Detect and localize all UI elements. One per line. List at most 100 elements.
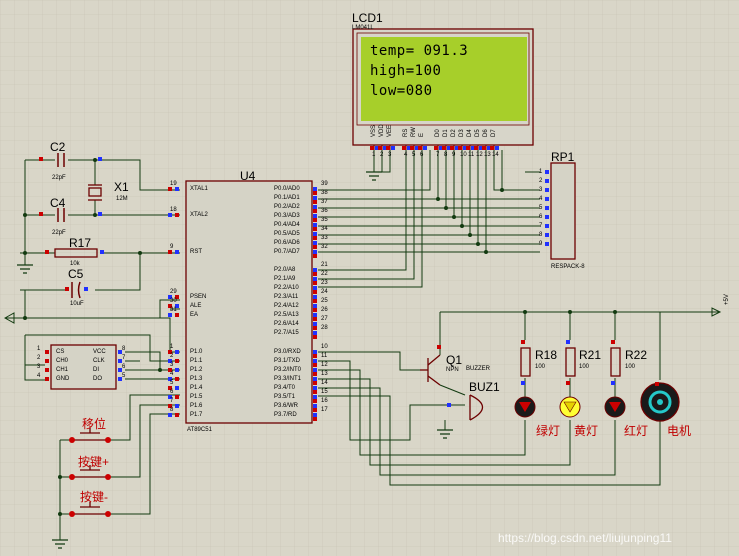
resistor-r21[interactable]: [565, 347, 576, 377]
rp1-pin-number: 7: [539, 223, 543, 229]
led-green[interactable]: [514, 396, 536, 418]
mcu-pin-name: P2.3/A11: [274, 294, 299, 300]
pin-marker: [168, 368, 172, 372]
mcu-body[interactable]: [185, 180, 313, 424]
pin-marker: [313, 359, 317, 363]
pin-marker: [168, 295, 172, 299]
pin-marker: [313, 209, 317, 213]
r22-ref-label: R22: [625, 348, 648, 362]
mcu-pin-number: 12: [321, 362, 328, 368]
mcu-pin-number: 19: [170, 181, 177, 187]
pin-marker: [98, 157, 102, 161]
led-red[interactable]: [604, 396, 626, 418]
button-plus[interactable]: [72, 465, 108, 478]
mcu-pin-number: 4: [170, 371, 174, 377]
mcu-pin-name: P3.2/INT0: [274, 367, 302, 373]
mcu-pin-number: 17: [321, 407, 328, 413]
mcu-pin-name: P2.5/A13: [274, 312, 299, 318]
capacitor-c2[interactable]: [57, 153, 65, 167]
pin-marker: [39, 212, 43, 216]
mcu-pin-number: 9: [170, 244, 174, 250]
lcd-pin-name: RS: [403, 128, 409, 137]
mcu-pin-number: 34: [321, 226, 328, 232]
pin-marker: [45, 359, 49, 363]
button-minus[interactable]: [72, 502, 108, 515]
pin-marker: [442, 146, 446, 150]
r21-value-label: 100: [579, 364, 590, 370]
led-yellow[interactable]: [559, 396, 581, 418]
mcu-pin-name: P1.0: [190, 349, 203, 355]
capacitor-c5[interactable]: [71, 281, 81, 299]
c4-value-label: 22pF: [52, 230, 66, 236]
rp1-body[interactable]: [550, 162, 576, 260]
pin-marker: [313, 331, 317, 335]
rp1-part-label: RESPACK-8: [551, 264, 585, 270]
pin-marker: [175, 304, 179, 308]
pin-marker: [418, 146, 422, 150]
buzzer-buz1[interactable]: [469, 394, 484, 421]
button-shift[interactable]: [72, 428, 108, 441]
pin-marker: [313, 205, 317, 209]
pin-marker: [98, 212, 102, 216]
lcd-pin-number: 9: [452, 152, 456, 158]
pin-marker: [313, 250, 317, 254]
mcu-pin-name: XTAL2: [190, 212, 208, 218]
pin-marker: [168, 377, 172, 381]
pin-marker: [545, 170, 549, 174]
mcu-pin-name: P1.5: [190, 394, 203, 400]
resistor-r18[interactable]: [520, 347, 531, 377]
motor[interactable]: [640, 382, 680, 422]
mcu-pin-number: 11: [321, 353, 328, 359]
pin-marker: [463, 146, 467, 150]
lcd-pin-number: 4: [404, 152, 408, 158]
pin-marker: [407, 146, 411, 150]
pin-marker: [313, 196, 317, 200]
rtc-pin-number: 8: [122, 346, 126, 352]
r17-ref-label: R17: [69, 236, 92, 250]
pin-marker: [313, 299, 317, 303]
pin-marker: [313, 381, 317, 385]
pin-marker: [313, 191, 317, 195]
lcd-pin-number: 1: [372, 152, 376, 158]
rtc-pin-number: 4: [37, 373, 41, 379]
rp1-pin-number: 8: [539, 232, 543, 238]
lcd-pin-number: 13: [484, 152, 491, 158]
mcu-pin-name: P1.7: [190, 412, 203, 418]
r17-value-label: 10k: [70, 261, 80, 267]
lcd-pin-name: D5: [475, 129, 481, 137]
lcd-pin-number: 7: [436, 152, 440, 158]
lcd-pin-number: 14: [492, 152, 499, 158]
rtc-pin-number: 1: [37, 346, 41, 352]
button-terminals: [69, 437, 111, 517]
pin-marker: [175, 395, 179, 399]
crystal-x1[interactable]: [88, 184, 102, 201]
button-plus-label: 按键+: [78, 455, 110, 469]
pin-marker: [566, 381, 570, 385]
pin-marker: [450, 146, 454, 150]
rtc-chip-body[interactable]: [50, 344, 117, 390]
resistor-r17[interactable]: [54, 248, 98, 258]
x1-value-label: 12M: [116, 196, 128, 202]
rtc-pin-name: GND: [56, 376, 70, 382]
pin-marker: [313, 241, 317, 245]
lcd-pin-name: RW: [411, 127, 417, 137]
mcu-pin-number: 28: [321, 325, 328, 331]
pin-marker: [611, 381, 615, 385]
mcu-pin-name: P3.6/WR: [274, 403, 299, 409]
pin-marker: [175, 295, 179, 299]
transistor-q1[interactable]: [420, 354, 441, 386]
pin-marker: [175, 313, 179, 317]
mcu-pin-name: P2.7/A15: [274, 330, 299, 336]
rtc-pin-name: CLK: [93, 358, 105, 364]
rp1-pin-number: 5: [539, 205, 543, 211]
r18-ref-label: R18: [535, 348, 558, 362]
capacitor-c4[interactable]: [57, 208, 65, 222]
mcu-pin-name: P0.2/AD2: [274, 204, 300, 210]
mcu-pin-number: 22: [321, 271, 328, 277]
lcd-line-1: temp= 091.3: [370, 43, 469, 59]
pin-marker: [313, 268, 317, 272]
resistor-r22[interactable]: [610, 347, 621, 377]
rtc-pin-number: 5: [122, 373, 126, 379]
mcu-pin-name: P1.2: [190, 367, 203, 373]
mcu-pin-name: P0.4/AD4: [274, 222, 300, 228]
